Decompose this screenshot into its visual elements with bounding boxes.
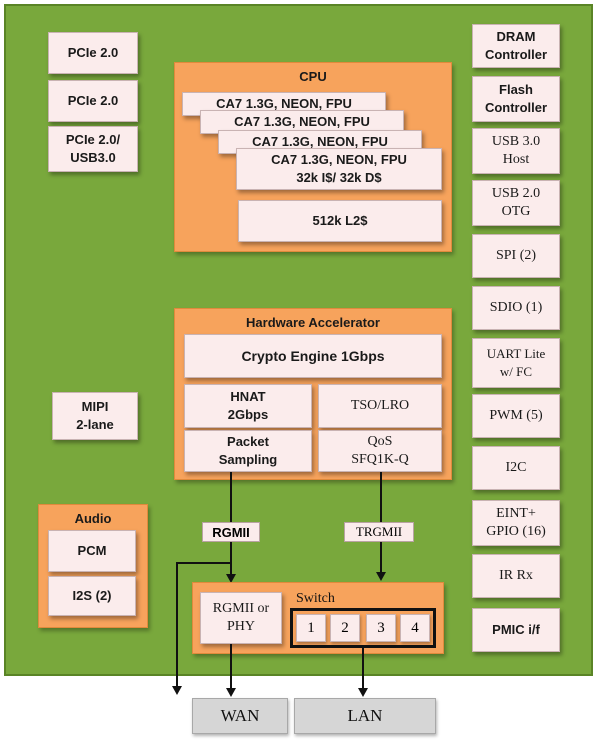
mipi-block: MIPI 2-lane [52,392,138,440]
i2c-block: I2C [472,446,560,490]
l2-cache-block: 512k L2$ [238,200,442,242]
wan-bypass-arrow [172,686,182,695]
uart-lite-block: UART Lite w/ FC [472,338,560,388]
hw-accel-title: Hardware Accelerator [246,315,380,330]
switch-port-3: 3 [366,614,396,642]
pmic-if-block: PMIC i/f [472,608,560,652]
audio-title: Audio [74,511,112,526]
sdio-block: SDIO (1) [472,286,560,330]
switch-port-2: 2 [330,614,360,642]
rgmii-label: RGMII [202,522,260,542]
pcie-usb3-block: PCIe 2.0/ USB3.0 [48,126,138,172]
cpu-title: CPU [299,69,327,84]
usb2-otg-block: USB 2.0 OTG [472,180,560,226]
wan-bypass-wire-h [178,562,232,564]
usb3-host-block: USB 3.0 Host [472,128,560,174]
trgmii-label: TRGMII [344,522,414,542]
ir-rx-block: IR Rx [472,554,560,598]
lan-block: LAN [294,698,436,734]
switch-frame [290,608,436,648]
switch-label: Switch [296,591,335,606]
crypto-engine-block: Crypto Engine 1Gbps [184,334,442,378]
pcie-block-1: PCIe 2.0 [48,32,138,74]
dram-controller-block: DRAM Controller [472,24,560,68]
wan-bypass-wire-v [176,562,178,690]
wan-block: WAN [192,698,288,734]
eint-gpio-block: EINT+ GPIO (16) [472,500,560,546]
trgmii-arrow [376,572,386,581]
hnat-block: HNAT 2Gbps [184,384,312,428]
pwm-block: PWM (5) [472,394,560,438]
spi-block: SPI (2) [472,234,560,278]
switch-port-1: 1 [296,614,326,642]
pcm-block: PCM [48,530,136,572]
switch-port-4: 4 [400,614,430,642]
rgmii-phy-block: RGMII or PHY [200,592,282,644]
packet-sampling-block: Packet Sampling [184,430,312,472]
pcie-block-2: PCIe 2.0 [48,80,138,122]
wan-wire [230,644,232,690]
i2s-block: I2S (2) [48,576,136,616]
lan-wire [362,648,364,690]
flash-controller-block: Flash Controller [472,76,560,122]
cpu-core-4: CA7 1.3G, NEON, FPU 32k I$/ 32k D$ [236,148,442,190]
lan-arrow [358,688,368,697]
rgmii-arrow [226,574,236,583]
qos-block: QoS SFQ1K-Q [318,430,442,472]
tso-lro-block: TSO/LRO [318,384,442,428]
wan-arrow [226,688,236,697]
